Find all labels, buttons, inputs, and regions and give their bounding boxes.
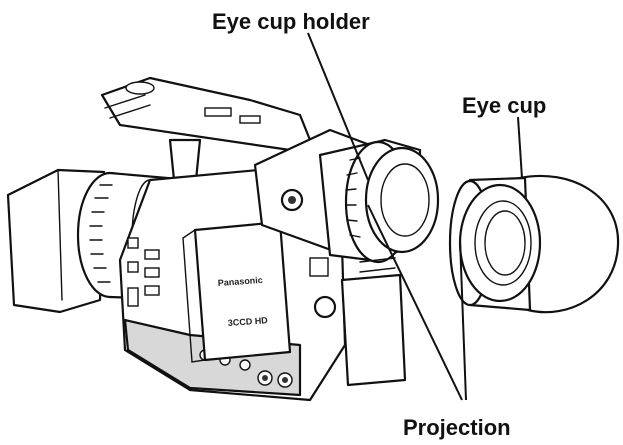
projection-label: Projection bbox=[403, 415, 511, 440]
eye-cup-holder-leader bbox=[307, 32, 369, 181]
leader-lines bbox=[307, 32, 523, 401]
model-mark-text: 3CCD HD bbox=[227, 315, 268, 328]
battery-pack bbox=[309, 257, 407, 387]
eye-cup bbox=[448, 174, 620, 314]
eye-cup-holder bbox=[344, 140, 440, 264]
brand-text: Panasonic bbox=[217, 275, 263, 288]
projection-leader-right bbox=[459, 239, 467, 401]
lens-hood bbox=[6, 168, 106, 314]
lcd-panel: Panasonic 3CCD HD bbox=[182, 220, 292, 363]
eye-cup-label: Eye cup bbox=[462, 93, 547, 118]
eye-cup-holder-label: Eye cup holder bbox=[212, 9, 370, 34]
projection-leader-left bbox=[367, 204, 463, 401]
eye-cup-leader bbox=[517, 116, 523, 179]
